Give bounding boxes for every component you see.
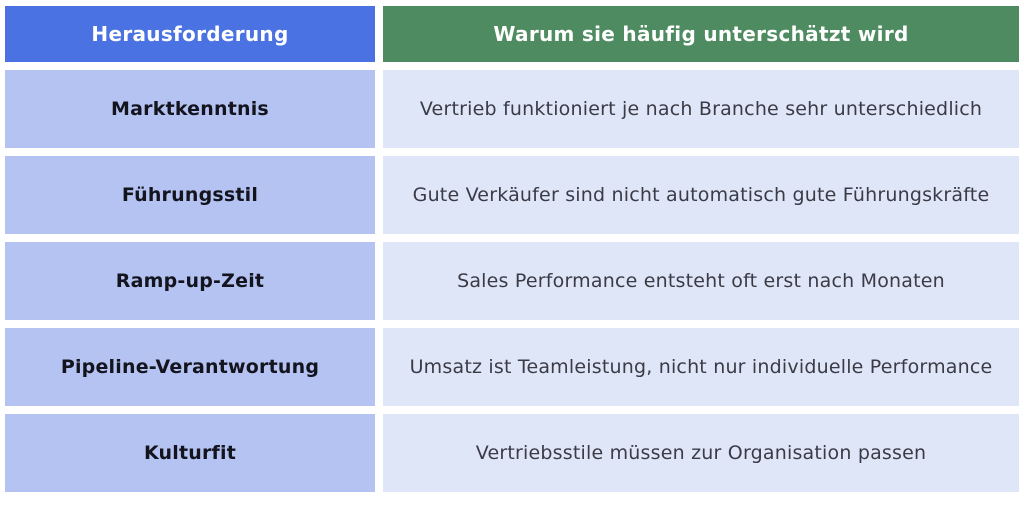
table-row-reason-cell: Umsatz ist Teamleistung, nicht nur indiv… [383,328,1019,406]
table-row-challenge-cell: Führungsstil [5,156,375,234]
table-row-challenge-cell: Marktkenntnis [5,70,375,148]
table-row-reason-cell: Vertrieb funktioniert je nach Branche se… [383,70,1019,148]
challenges-table: Herausforderung Warum sie häufig untersc… [5,6,1019,492]
column-header-challenge: Herausforderung [5,6,375,62]
table-row-reason-cell: Sales Performance entsteht oft erst nach… [383,242,1019,320]
table-row-reason-cell: Gute Verkäufer sind nicht automatisch gu… [383,156,1019,234]
table-row-challenge-cell: Ramp-up-Zeit [5,242,375,320]
table-row-challenge-cell: Pipeline-Verantwortung [5,328,375,406]
table-row-reason-cell: Vertriebsstile müssen zur Organisation p… [383,414,1019,492]
column-header-reason: Warum sie häufig unterschätzt wird [383,6,1019,62]
table-row-challenge-cell: Kulturfit [5,414,375,492]
